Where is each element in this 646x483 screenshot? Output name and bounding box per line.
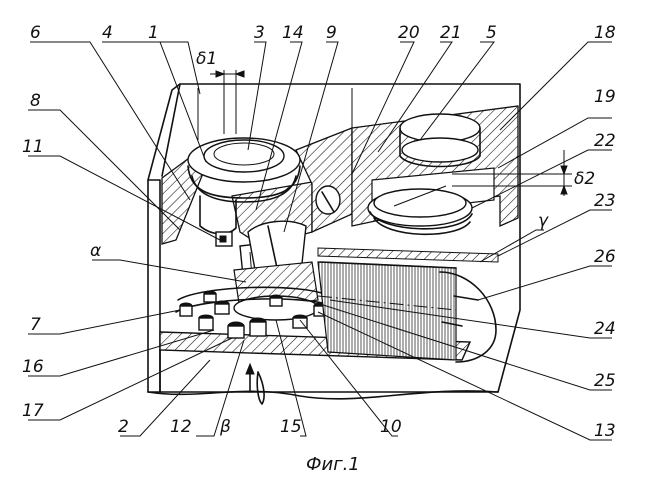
roller: [228, 322, 244, 338]
figure-caption: Фиг.1: [306, 454, 360, 475]
right-chamber: [352, 106, 518, 234]
label-17: 17: [22, 401, 44, 421]
label-4: 4: [102, 23, 113, 43]
dimension-delta1: [210, 70, 244, 134]
label-delta1: δ1: [196, 49, 217, 69]
central-mechanism: [176, 221, 332, 320]
roller: [199, 315, 213, 330]
label-gamma: γ: [538, 211, 549, 231]
label-25: 25: [594, 371, 616, 391]
leader-lines: [28, 42, 612, 440]
label-9: 9: [326, 23, 337, 43]
label-12: 12: [170, 417, 192, 437]
label-11: 11: [22, 137, 44, 157]
label-22: 22: [594, 131, 616, 151]
motor-drum: [318, 248, 498, 362]
label-6: 6: [30, 23, 41, 43]
label-delta2: δ2: [574, 169, 595, 189]
label-20: 20: [398, 23, 420, 43]
label-16: 16: [22, 357, 44, 377]
label-19: 19: [594, 87, 616, 107]
label-3: 3: [254, 23, 265, 43]
label-5: 5: [486, 23, 497, 43]
label-8: 8: [30, 91, 41, 111]
label-15: 15: [280, 417, 302, 437]
label-13: 13: [594, 421, 616, 441]
label-beta: β: [219, 417, 231, 437]
roller: [270, 295, 282, 306]
beta-arrow: [246, 364, 264, 404]
label-23: 23: [594, 191, 616, 211]
roller: [204, 291, 216, 302]
label-2: 2: [118, 417, 129, 437]
roller: [215, 301, 229, 314]
label-10: 10: [380, 417, 402, 437]
label-14: 14: [282, 23, 304, 43]
label-26: 26: [594, 247, 616, 267]
roller: [250, 318, 266, 336]
label-24: 24: [594, 319, 616, 339]
label-21: 21: [440, 23, 462, 43]
label-18: 18: [594, 23, 616, 43]
label-7: 7: [30, 315, 41, 335]
label-alpha: α: [90, 241, 101, 261]
label-1: 1: [148, 23, 159, 43]
roller: [180, 303, 192, 316]
